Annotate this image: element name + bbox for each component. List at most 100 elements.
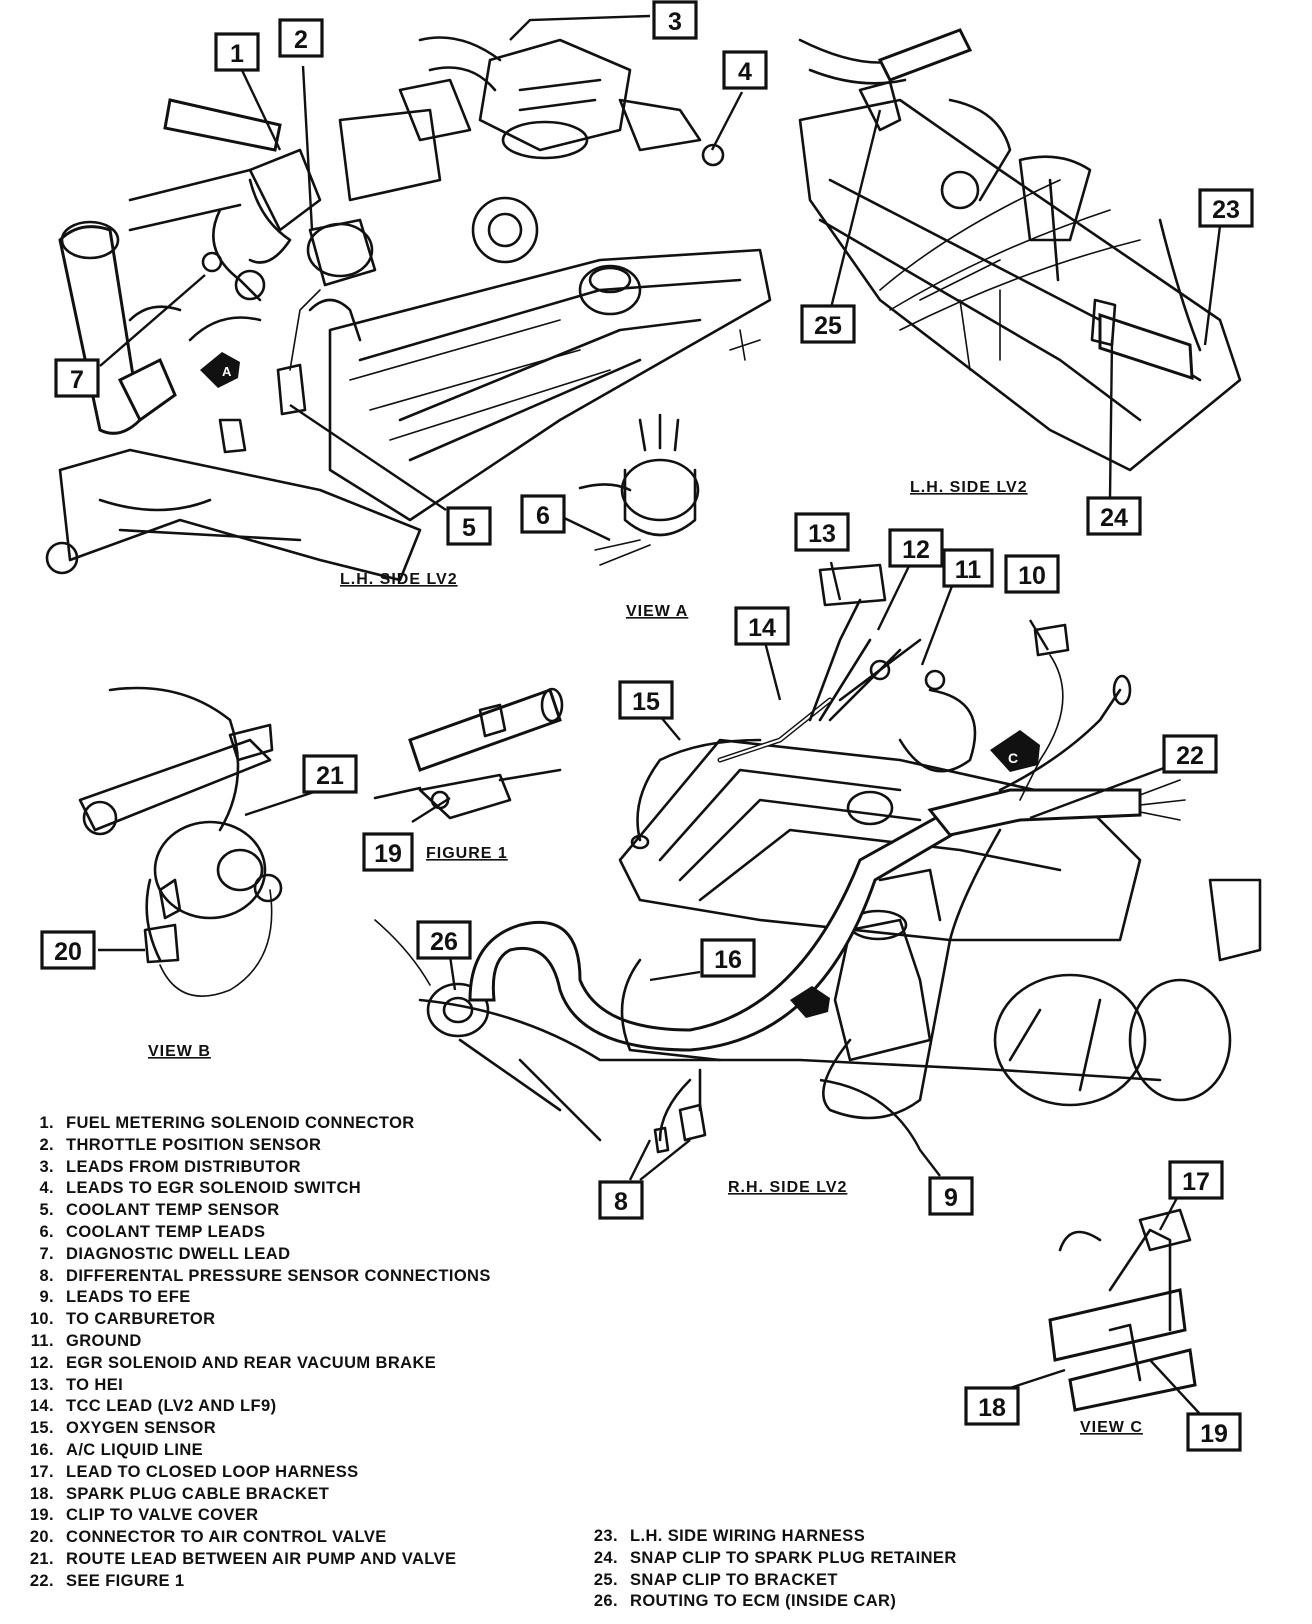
callout-16: 16 [700,938,756,978]
legend-number: 12. [29,1353,54,1372]
legend-item: 14. TCC LEAD (LV2 AND LF9) [18,1396,491,1418]
legend-item: 22. SEE FIGURE 1 [18,1571,491,1593]
view-c-letter: C [1008,750,1018,766]
legend-number: 4. [39,1179,54,1198]
svg-text:19: 19 [374,840,402,868]
callout-4: 4 [722,50,768,90]
legend-number: 14. [29,1397,54,1416]
legend-item: 18.SPARK PLUG CABLE BRACKET [18,1484,491,1506]
svg-text:13: 13 [808,520,836,548]
callout-5: 5 [446,506,492,546]
legend-text: TO HEI [66,1375,124,1394]
figure-1-illustration [373,687,564,820]
legend-number: 24. [593,1548,618,1567]
callout-11: 11 [942,548,994,588]
rh-side-engine-illustration [374,563,1262,1154]
caption-view-a: VIEW A [626,603,688,620]
svg-text:14: 14 [748,614,776,642]
lh-side-engine-illustration [45,36,772,582]
svg-text:19: 19 [1200,1420,1228,1448]
view-c-marker: C [990,730,1040,772]
legend-item: 3.LEADS FROM DISTRIBUTOR [18,1157,491,1179]
legend-text: COOLANT TEMP SENSOR [66,1201,280,1220]
legend-item: 8. DIFFERENTAL PRESSURE SENSOR CONNECTION… [18,1266,491,1288]
legend-number: 25. [593,1570,618,1589]
legend-text: SNAP CLIP TO SPARK PLUG RETAINER [630,1548,957,1567]
legend-number: 13. [29,1375,54,1394]
svg-text:22: 22 [1176,742,1204,770]
legend-number: 1. [39,1114,54,1132]
legend-item: 25.SNAP CLIP TO BRACKET [582,1570,957,1592]
legend-item: 19.CLIP TO VALVE COVER [18,1505,491,1527]
callout-10: 10 [1004,554,1060,594]
legend-text: SPARK PLUG CABLE BRACKET [66,1484,330,1503]
legend-item: 9.LEADS TO EFE [18,1287,491,1309]
svg-text:11: 11 [955,556,982,584]
legend-number: 8. [39,1266,54,1285]
callout-2: 2 [278,18,324,58]
legend-text: TCC LEAD (LV2 AND LF9) [66,1397,277,1416]
legend-text: CLIP TO VALVE COVER [66,1506,259,1525]
caption-view-c: VIEW C [1080,1419,1143,1436]
legend-item: 11.GROUND [18,1331,491,1353]
callout-13: 13 [794,512,850,552]
view-a-letter: A [222,364,232,379]
view-b-marker [790,986,830,1018]
svg-text:25: 25 [814,312,842,340]
svg-text:10: 10 [1018,562,1046,590]
callout-26: 26 [416,920,472,960]
svg-text:9: 9 [944,1184,958,1212]
svg-text:7: 7 [70,366,84,394]
callout-21: 21 [302,754,358,794]
caption-view-b: VIEW B [148,1043,211,1060]
legend-item: 15.OXYGEN SENSOR [18,1418,491,1440]
legend-item: 2. THROTTLE POSITION SENSOR [18,1135,491,1157]
legend-item: 20.CONNECTOR TO AIR CONTROL VALVE [18,1527,491,1549]
caption-lh-side-main: L.H. SIDE LV2 [340,571,458,588]
legend-text: FUEL METERING SOLENOID CONNECTOR [66,1114,415,1132]
view-b-illustration [78,686,283,997]
svg-text:4: 4 [738,58,752,86]
legend-number: 7. [39,1244,54,1263]
callout-15: 15 [618,680,674,720]
callout-9: 9 [928,1176,974,1216]
legend-number: 11. [30,1331,54,1350]
legend-item: 7.DIAGNOSTIC DWELL LEAD [18,1244,491,1266]
legend-left: 1. FUEL METERING SOLENOID CONNECTOR 2. THRO… [18,1113,491,1593]
legend-item: 6.COOLANT TEMP LEADS [18,1222,491,1244]
legend-number: 2. [39,1135,54,1154]
legend-number: 15. [29,1419,54,1438]
callout-6: 6 [520,494,566,534]
caption-lh-side-top-right: L.H. SIDE LV2 [910,479,1028,496]
callout-1: 1 [214,32,260,72]
legend-number: 21. [29,1549,54,1568]
callout-3: 3 [652,0,698,40]
legend-item: 4.LEADS TO EGR SOLENOID SWITCH [18,1178,491,1200]
legend-item: 26.ROUTING TO ECM (INSIDE CAR) [582,1591,957,1613]
legend-text: L.H. SIDE WIRING HARNESS [630,1527,866,1545]
view-a-marker: A [200,352,240,388]
callout-20: 20 [40,930,96,970]
legend-number: 22. [29,1571,54,1590]
svg-text:12: 12 [902,536,930,564]
svg-text:18: 18 [978,1394,1006,1422]
legend-number: 5. [39,1201,54,1220]
callout-24: 24 [1086,496,1142,536]
view-c-illustration [1048,1208,1197,1412]
legend-text: LEADS TO EFE [66,1288,191,1307]
legend-text: THROTTLE POSITION SENSOR [66,1135,322,1154]
legend-text: CONNECTOR TO AIR CONTROL VALVE [66,1528,387,1547]
legend-text: SEE FIGURE 1 [66,1571,185,1590]
svg-text:3: 3 [668,8,682,36]
callout-8: 8 [598,1180,644,1220]
legend-number: 6. [39,1222,54,1241]
legend-item: 21.ROUTE LEAD BETWEEN AIR PUMP AND VALVE [18,1549,491,1571]
svg-text:16: 16 [714,946,742,974]
svg-text:23: 23 [1212,196,1240,224]
lh-side-valve-cover-illustration [798,28,1242,472]
legend-item: 16.A/C LIQUID LINE [18,1440,491,1462]
svg-text:26: 26 [430,928,458,956]
legend-text: DIFFERENTAL PRESSURE SENSOR CONNECTIONS [66,1266,491,1285]
legend-item: 24. SNAP CLIP TO SPARK PLUG RETAINER [582,1548,957,1570]
